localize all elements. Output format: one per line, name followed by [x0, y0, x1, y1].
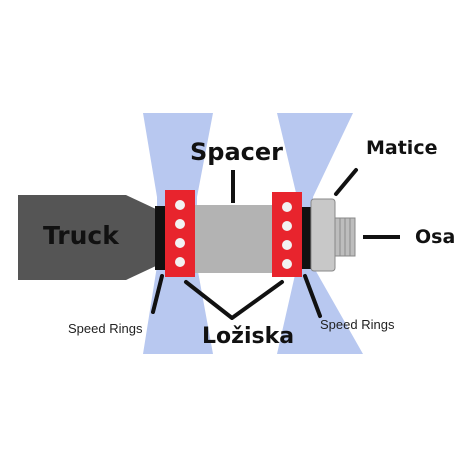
speed-rings-left-label: Speed Rings: [68, 321, 143, 336]
speed-rings-left-leader-line: [151, 274, 164, 314]
speed-rings-right-leader-line: [303, 274, 322, 318]
right-wheel-silhouette: [277, 113, 363, 354]
speed-ring-left: [155, 206, 165, 270]
loziska-label: Ložiska: [202, 324, 295, 349]
matice-label: Matice: [366, 137, 438, 159]
bearing-ball: [282, 240, 292, 250]
bearing-ball: [175, 238, 185, 248]
speed-ring-right: [302, 207, 311, 269]
speed-rings-right-label: Speed Rings: [320, 317, 395, 332]
axle-thread: [334, 217, 356, 257]
osa-label: Osa: [415, 226, 456, 248]
bearing-ball: [175, 257, 185, 267]
bearing-ball: [282, 221, 292, 231]
truck-label: Truck: [43, 221, 119, 250]
bearing-ball: [282, 259, 292, 269]
matice-leader-line: [334, 168, 358, 196]
bearing-ball: [282, 202, 292, 212]
spacer: [195, 205, 275, 273]
spacer-label: Spacer: [190, 138, 283, 166]
nut: [310, 198, 336, 272]
bearing-ball: [175, 200, 185, 210]
truck-body: [18, 195, 158, 280]
bearing-ball: [175, 219, 185, 229]
loziska-leader-line: [184, 280, 284, 320]
